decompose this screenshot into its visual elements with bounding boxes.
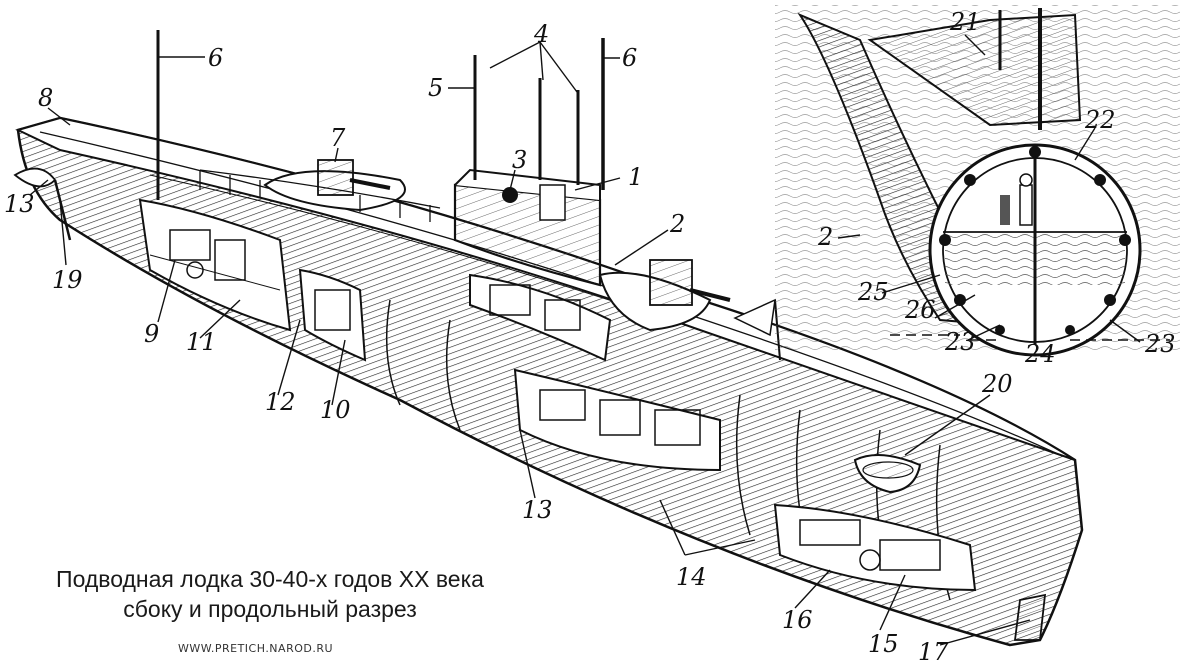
- label-9: 9: [144, 320, 159, 348]
- label-19: 19: [52, 266, 83, 294]
- cutaway-bow-compartment: [138, 198, 292, 332]
- label-6-tower: 6: [622, 44, 637, 72]
- stern-hatch: [853, 454, 922, 494]
- cutaway-control-room: [469, 273, 612, 362]
- label-22: 22: [1084, 106, 1116, 134]
- label-12: 12: [265, 388, 296, 416]
- label-3: 3: [512, 146, 527, 174]
- deck-gun-forward: [263, 159, 406, 212]
- label-7: 7: [330, 124, 346, 152]
- label-11: 11: [186, 328, 217, 356]
- label-15: 15: [868, 630, 899, 658]
- deck-gun-aft: [598, 259, 731, 332]
- label-6-bow: 6: [208, 44, 223, 72]
- label-25: 25: [857, 278, 889, 306]
- label-20: 20: [981, 370, 1013, 398]
- label-10: 10: [320, 396, 351, 424]
- deck-railing: [199, 169, 441, 222]
- label-4: 4: [533, 20, 549, 48]
- label-13-hull: 13: [522, 496, 553, 524]
- label-26: 26: [904, 296, 936, 324]
- part-labels: 1 2 2 3 4 5 6 6 7 8 9 10 11 12 13 13 14 …: [4, 8, 1176, 662]
- label-2-inset: 2: [817, 223, 833, 251]
- leader-lines: [29, 34, 1141, 646]
- label-1: 1: [628, 163, 643, 191]
- stern-rudder: [1013, 593, 1047, 641]
- caption-line-1: Подводная лодка 30-40-х годов XX века: [56, 566, 484, 592]
- label-23-left: 23: [944, 328, 976, 356]
- label-17: 17: [918, 638, 949, 662]
- label-13-bow: 13: [4, 190, 35, 218]
- label-14: 14: [676, 563, 707, 591]
- label-24: 24: [1024, 340, 1056, 368]
- label-2: 2: [669, 210, 685, 238]
- label-16: 16: [782, 606, 813, 634]
- caption-line-2: сбоку и продольный разрез: [123, 596, 417, 622]
- cutaway-mid-compartment: [298, 268, 367, 362]
- inset-cross-section: [775, 5, 1180, 357]
- label-21: 21: [949, 8, 981, 36]
- label-8: 8: [38, 84, 53, 112]
- label-23-right: 23: [1144, 330, 1176, 358]
- cutaway-battery-compartment: [513, 368, 721, 472]
- conning-tower: [453, 38, 605, 287]
- label-5: 5: [428, 74, 443, 102]
- watermark-url: WWW.PRETICH.NAROD.RU: [178, 642, 334, 655]
